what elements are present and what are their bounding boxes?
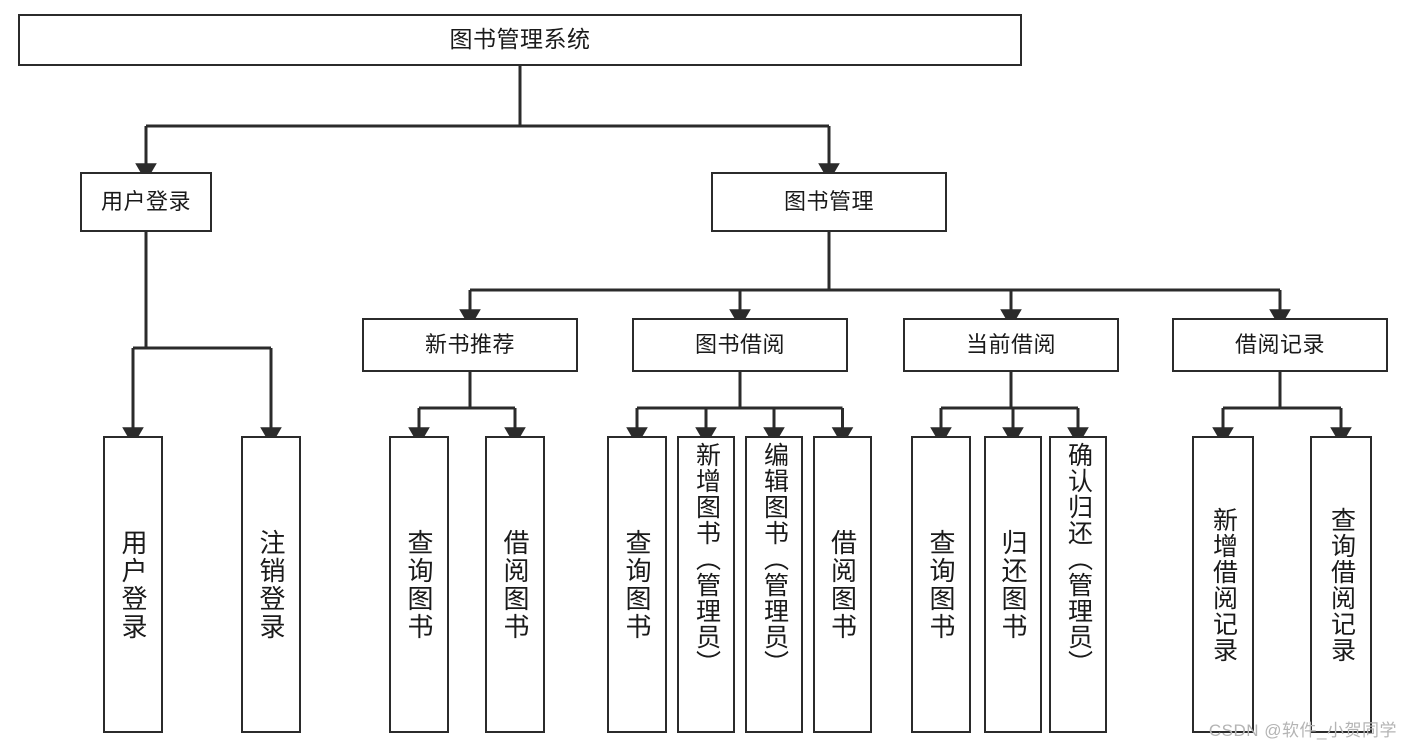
node-book-borrow-label: 图书借阅 (694, 332, 785, 358)
node-leaf-add-record-label: 新增借阅记录 (1209, 506, 1238, 663)
node-leaf-query-book-1-label: 查询图书 (404, 528, 434, 641)
node-leaf-query-book-3[interactable]: 查询图书 (911, 436, 971, 733)
csdn-watermark: CSDN @软件_小贺同学 (1208, 721, 1397, 740)
node-leaf-user-logout-label: 注销登录 (256, 528, 286, 641)
node-leaf-user-login[interactable]: 用户登录 (103, 436, 163, 733)
node-user-login-label: 用户登录 (100, 189, 191, 215)
node-book-borrow[interactable]: 图书借阅 (632, 318, 848, 372)
node-leaf-edit-book[interactable]: 编辑图书（管理员） (745, 436, 803, 733)
node-new-book-recommend-label: 新书推荐 (424, 332, 515, 358)
node-root[interactable]: 图书管理系统 (18, 14, 1022, 66)
node-borrow-record-label: 借阅记录 (1234, 332, 1325, 358)
node-leaf-user-login-label: 用户登录 (118, 528, 148, 641)
node-leaf-query-book-2-label: 查询图书 (622, 528, 652, 641)
node-leaf-query-book-3-label: 查询图书 (926, 528, 956, 641)
node-root-label: 图书管理系统 (449, 26, 591, 53)
node-leaf-confirm-return-label: 确认归还（管理员） (1064, 442, 1093, 676)
node-leaf-query-record[interactable]: 查询借阅记录 (1310, 436, 1372, 733)
node-leaf-add-book[interactable]: 新增图书（管理员） (677, 436, 735, 733)
node-leaf-confirm-return[interactable]: 确认归还（管理员） (1049, 436, 1107, 733)
node-leaf-add-record[interactable]: 新增借阅记录 (1192, 436, 1254, 733)
node-leaf-query-book-2[interactable]: 查询图书 (607, 436, 667, 733)
node-user-login[interactable]: 用户登录 (80, 172, 212, 232)
node-current-borrow[interactable]: 当前借阅 (903, 318, 1119, 372)
node-borrow-record[interactable]: 借阅记录 (1172, 318, 1388, 372)
node-leaf-user-logout[interactable]: 注销登录 (241, 436, 301, 733)
node-leaf-return-book-label: 归还图书 (998, 528, 1028, 641)
node-leaf-add-book-label: 新增图书（管理员） (692, 442, 721, 676)
node-book-manage[interactable]: 图书管理 (711, 172, 947, 232)
node-leaf-borrow-book-1-label: 借阅图书 (500, 528, 530, 641)
node-leaf-query-book-1[interactable]: 查询图书 (389, 436, 449, 733)
node-leaf-borrow-book-2[interactable]: 借阅图书 (813, 436, 872, 733)
node-leaf-borrow-book-1[interactable]: 借阅图书 (485, 436, 545, 733)
node-leaf-return-book[interactable]: 归还图书 (984, 436, 1042, 733)
node-leaf-edit-book-label: 编辑图书（管理员） (760, 442, 789, 676)
node-book-manage-label: 图书管理 (783, 189, 874, 215)
node-leaf-query-record-label: 查询借阅记录 (1327, 506, 1356, 663)
node-leaf-borrow-book-2-label: 借阅图书 (827, 528, 858, 641)
node-current-borrow-label: 当前借阅 (965, 332, 1056, 358)
node-new-book-recommend[interactable]: 新书推荐 (362, 318, 578, 372)
